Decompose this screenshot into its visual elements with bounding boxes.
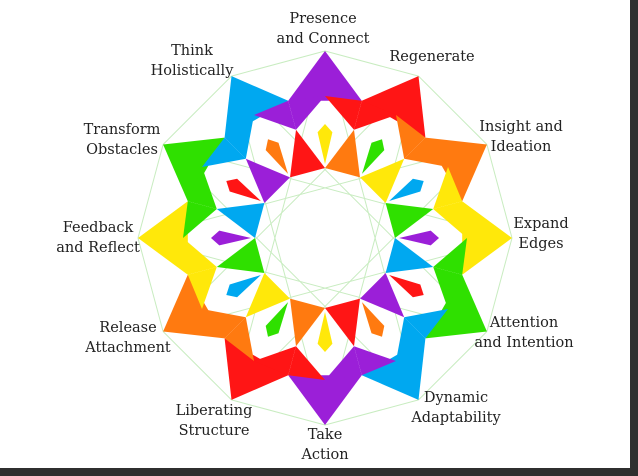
ring-piece-right-6 <box>288 346 325 380</box>
star-point-4 <box>425 274 487 339</box>
ring-piece-left-3 <box>433 201 467 238</box>
inner-point-2 <box>385 203 434 238</box>
ring-piece-left-4 <box>433 267 463 309</box>
ring-piece-left-1 <box>354 100 396 130</box>
inner-point-9 <box>216 203 265 238</box>
guide-edge <box>418 75 488 145</box>
inner-point-8 <box>216 238 265 273</box>
ring-piece-right-1 <box>396 115 426 159</box>
inner-diamond-4 <box>389 275 424 298</box>
inner-diamond-1 <box>362 139 385 174</box>
ring-piece-right-0 <box>325 96 362 130</box>
inner-diamond-3 <box>399 230 439 246</box>
inner-point-7 <box>245 273 290 318</box>
star-point-11 <box>224 76 289 138</box>
frame-edge-right <box>630 0 638 476</box>
ring-piece-right-10 <box>202 137 246 167</box>
guide-edge <box>231 399 326 426</box>
ring-piece-left-9 <box>183 238 217 275</box>
frame-edge-bottom <box>0 468 638 476</box>
guide-edge <box>137 237 164 332</box>
ring-piece-right-8 <box>187 267 217 309</box>
guide-edge <box>418 331 488 401</box>
inner-point-0 <box>325 129 360 178</box>
star-point-10 <box>163 137 225 202</box>
guide-edge <box>324 50 419 77</box>
guide-edge <box>162 331 232 401</box>
guide-edge <box>486 237 513 332</box>
inner-diamond-0 <box>317 124 333 164</box>
inner-point-5 <box>325 298 360 347</box>
star-point-5 <box>361 338 426 400</box>
guide-edge <box>324 399 419 426</box>
label-regenerate: Regenerate <box>389 49 475 65</box>
inner-diamond-11 <box>265 139 288 174</box>
inner-point-11 <box>290 129 325 178</box>
ring-piece-right-5 <box>354 346 396 376</box>
ring-piece-left-11 <box>224 115 254 159</box>
inner-diamond-2 <box>389 178 424 201</box>
ring-piece-left-6 <box>325 346 362 380</box>
guide-edge <box>137 144 164 239</box>
ring-piece-right-4 <box>404 309 448 339</box>
guide-edge <box>231 50 326 77</box>
ring-piece-left-5 <box>396 317 426 361</box>
star-point-9 <box>138 201 188 275</box>
ring-piece-left-7 <box>254 346 296 376</box>
inner-diamond-8 <box>226 275 261 298</box>
guide-edge <box>486 144 513 239</box>
inner-point-6 <box>290 298 325 347</box>
ring-piece-right-11 <box>254 100 296 130</box>
ring-piece-left-0 <box>288 96 325 130</box>
ring-piece-left-2 <box>404 137 448 167</box>
ring-piece-left-10 <box>187 167 217 209</box>
inner-point-3 <box>385 238 434 273</box>
star-point-6 <box>288 375 362 425</box>
star-point-7 <box>224 338 289 400</box>
ring-piece-left-8 <box>202 309 246 339</box>
inner-diamond-9 <box>211 230 251 246</box>
inner-diamond-5 <box>362 302 385 337</box>
inner-diamond-6 <box>317 312 333 352</box>
star-point-3 <box>462 201 512 275</box>
ring-piece-right-9 <box>183 201 217 238</box>
star-point-2 <box>425 137 487 202</box>
inner-diamond-10 <box>226 178 261 201</box>
ring-piece-right-7 <box>224 317 254 361</box>
inner-point-4 <box>360 273 405 318</box>
star-point-8 <box>163 274 225 339</box>
ring-piece-right-3 <box>433 238 467 275</box>
guide-edge <box>162 75 232 145</box>
inner-point-10 <box>245 158 290 203</box>
inner-diamond-7 <box>265 302 288 337</box>
star-point-1 <box>361 76 426 138</box>
inner-point-1 <box>360 158 405 203</box>
star-point-0 <box>288 51 362 101</box>
ring-piece-right-2 <box>433 167 463 209</box>
